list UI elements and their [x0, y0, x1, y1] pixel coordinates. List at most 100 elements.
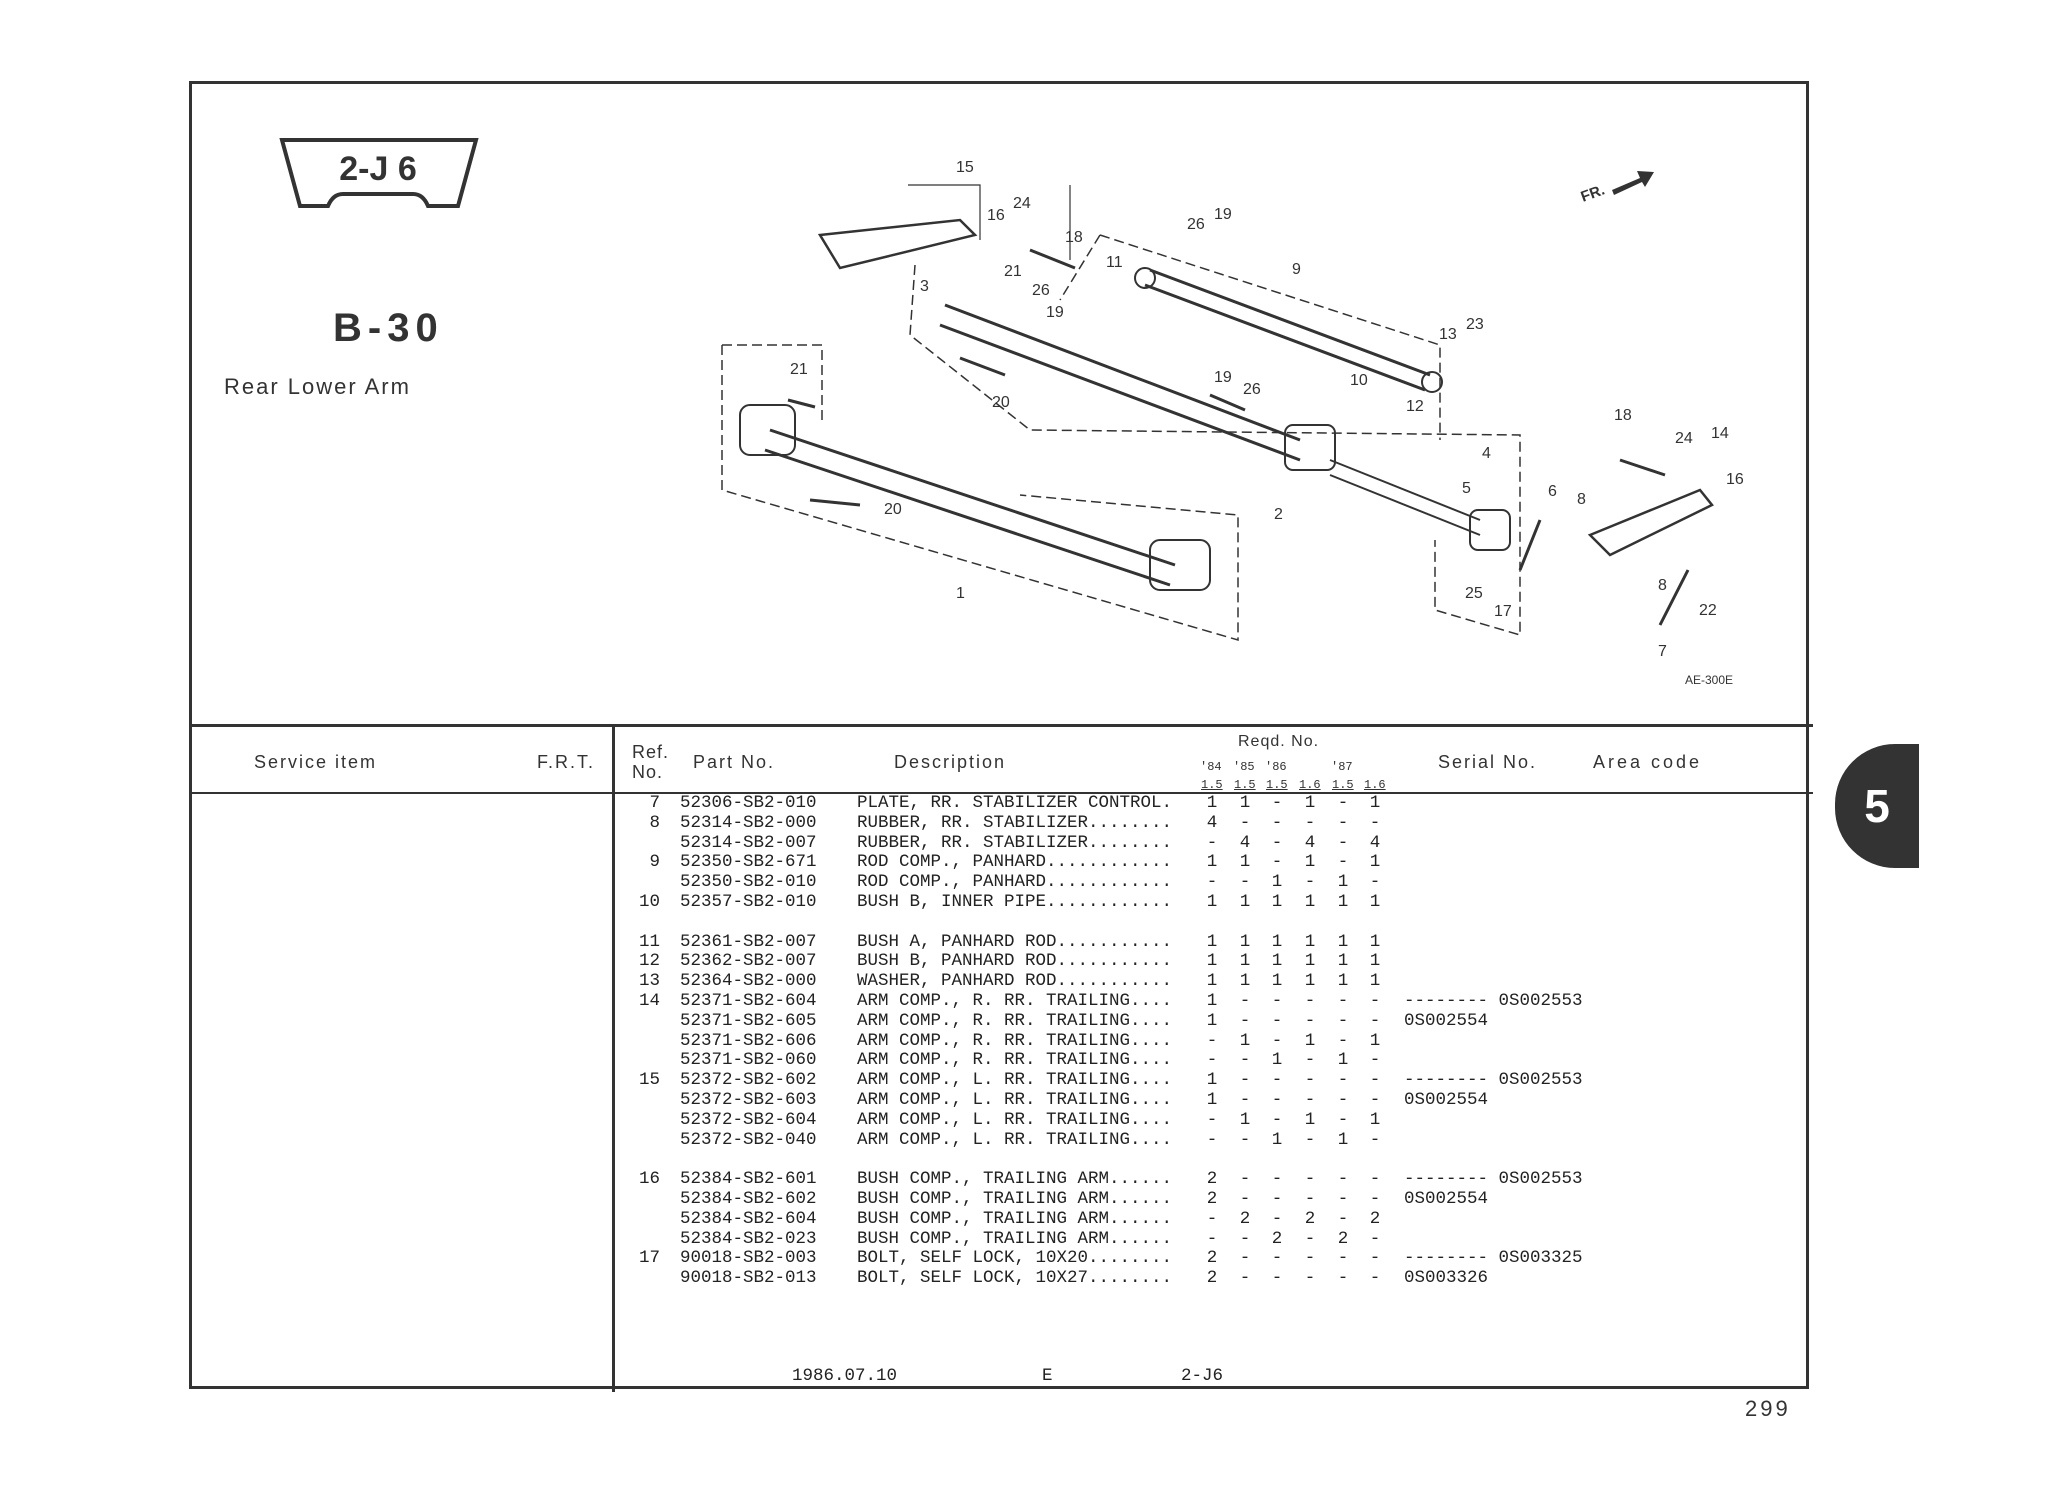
serial-no: -------- 0S002553	[1404, 1070, 1583, 1091]
required-qty: -	[1271, 1248, 1283, 1269]
required-qty: 1	[1304, 951, 1316, 972]
required-qty: -	[1369, 1268, 1381, 1289]
callout-label: 10	[1350, 372, 1368, 389]
callout-label: 8	[1658, 577, 1667, 594]
required-qty: -	[1337, 1248, 1349, 1269]
required-qty: -	[1271, 1010, 1283, 1031]
part-number: 52314-SB2-007	[680, 832, 817, 853]
required-qty: -	[1206, 832, 1218, 853]
description: ARM COMP., R. RR. TRAILING....	[857, 1030, 1173, 1051]
required-qty: 1	[1239, 793, 1251, 813]
required-qty: -	[1337, 1189, 1349, 1209]
required-qty: -	[1304, 1010, 1316, 1031]
required-qty: 1	[1271, 1129, 1283, 1150]
required-qty: 2	[1337, 1228, 1349, 1249]
required-qty: -	[1304, 1169, 1316, 1190]
callout-label: 26	[1032, 282, 1050, 299]
part-number: 52372-SB2-603	[680, 1090, 817, 1110]
required-qty: 1	[1239, 892, 1251, 912]
callout-label: 9	[1292, 261, 1301, 278]
description: BUSH COMP., TRAILING ARM......	[857, 1169, 1173, 1190]
ref-no: 11	[638, 931, 660, 952]
ref-no: 17	[638, 1248, 660, 1269]
description: ARM COMP., L. RR. TRAILING....	[857, 1109, 1173, 1130]
description: PLATE, RR. STABILIZER CONTROL.	[857, 793, 1173, 813]
required-qty: -	[1304, 1129, 1316, 1150]
callout-label: 15	[956, 159, 974, 176]
required-qty: 4	[1369, 832, 1381, 853]
description: ROD COMP., PANHARD............	[857, 872, 1173, 893]
required-qty: -	[1271, 793, 1283, 813]
required-qty: -	[1304, 1050, 1316, 1071]
required-qty: -	[1369, 1129, 1381, 1150]
required-qty: 1	[1206, 892, 1218, 912]
required-qty: 2	[1206, 1268, 1218, 1289]
part-number: 52314-SB2-000	[680, 812, 817, 833]
required-qty: -	[1369, 1248, 1381, 1269]
callout-label: 19	[1214, 369, 1232, 386]
part-number: 52371-SB2-606	[680, 1030, 817, 1051]
required-qty: 1	[1369, 892, 1381, 912]
required-qty: -	[1271, 1109, 1283, 1130]
required-qty: 1	[1304, 1030, 1316, 1051]
ref-no: 13	[638, 971, 660, 992]
description: ROD COMP., PANHARD............	[857, 852, 1173, 873]
required-qty: 1	[1369, 951, 1381, 972]
required-qty: -	[1271, 1090, 1283, 1110]
required-qty: -	[1206, 1228, 1218, 1249]
required-qty: 1	[1337, 872, 1349, 893]
required-qty: -	[1271, 1169, 1283, 1190]
callout-label: 26	[1243, 381, 1261, 398]
callout-label: 18	[1065, 229, 1083, 246]
callout-label: 23	[1466, 316, 1484, 333]
description: BOLT, SELF LOCK, 10X27........	[857, 1268, 1173, 1289]
serial-no: -------- 0S002553	[1404, 1169, 1583, 1190]
callout-label: 11	[1106, 254, 1123, 271]
part-number: 52372-SB2-604	[680, 1109, 817, 1130]
header-part-no: Part No.	[693, 752, 776, 772]
callout-label: 19	[1214, 206, 1232, 223]
required-qty: 1	[1304, 793, 1316, 813]
ref-no: 16	[638, 1169, 660, 1190]
callout-label: 25	[1465, 585, 1483, 602]
header-engine: 1.5	[1201, 778, 1223, 792]
arrow-icon	[1612, 171, 1654, 195]
required-qty: 1	[1304, 931, 1316, 952]
required-qty: -	[1271, 1030, 1283, 1051]
diagram-drawing	[721, 184, 1714, 641]
required-qty: 1	[1271, 872, 1283, 893]
required-qty: -	[1239, 1010, 1251, 1031]
footer-date: 1986.07.10	[792, 1366, 898, 1386]
callout-label: 12	[1406, 398, 1424, 415]
header-area-code: Area code	[1593, 752, 1703, 772]
section-tab[interactable]: 5	[1835, 744, 1919, 868]
group-code: B-30	[333, 306, 444, 350]
required-qty: 1	[1369, 852, 1381, 873]
description: RUBBER, RR. STABILIZER........	[857, 832, 1173, 853]
required-qty: 1	[1337, 892, 1349, 912]
callout-label: 20	[992, 394, 1010, 411]
description: BUSH B, INNER PIPE............	[857, 892, 1173, 912]
required-qty: 2	[1369, 1208, 1381, 1229]
callout-label: 18	[1614, 407, 1632, 424]
required-qty: -	[1369, 1169, 1381, 1190]
ref-no: 15	[638, 1070, 660, 1091]
required-qty: -	[1271, 852, 1283, 873]
required-qty: -	[1239, 1070, 1251, 1091]
required-qty: 1	[1239, 931, 1251, 952]
section-code: 2-J 6	[339, 150, 417, 188]
part-number: 52384-SB2-604	[680, 1208, 817, 1229]
callout-label: 6	[1548, 483, 1557, 500]
callout-label: 24	[1675, 430, 1693, 447]
divider-line	[189, 724, 1813, 727]
header-engine: 1.6	[1299, 778, 1321, 792]
part-number: 52384-SB2-023	[680, 1228, 817, 1249]
description: BOLT, SELF LOCK, 10X20........	[857, 1248, 1173, 1269]
part-number: 90018-SB2-003	[680, 1248, 817, 1269]
description: ARM COMP., L. RR. TRAILING....	[857, 1129, 1173, 1150]
required-qty: -	[1337, 1090, 1349, 1110]
description: WASHER, PANHARD ROD...........	[857, 971, 1173, 992]
required-qty: -	[1304, 1189, 1316, 1209]
front-label: FR.	[1579, 182, 1608, 206]
serial-no: -------- 0S003325	[1404, 1248, 1583, 1269]
